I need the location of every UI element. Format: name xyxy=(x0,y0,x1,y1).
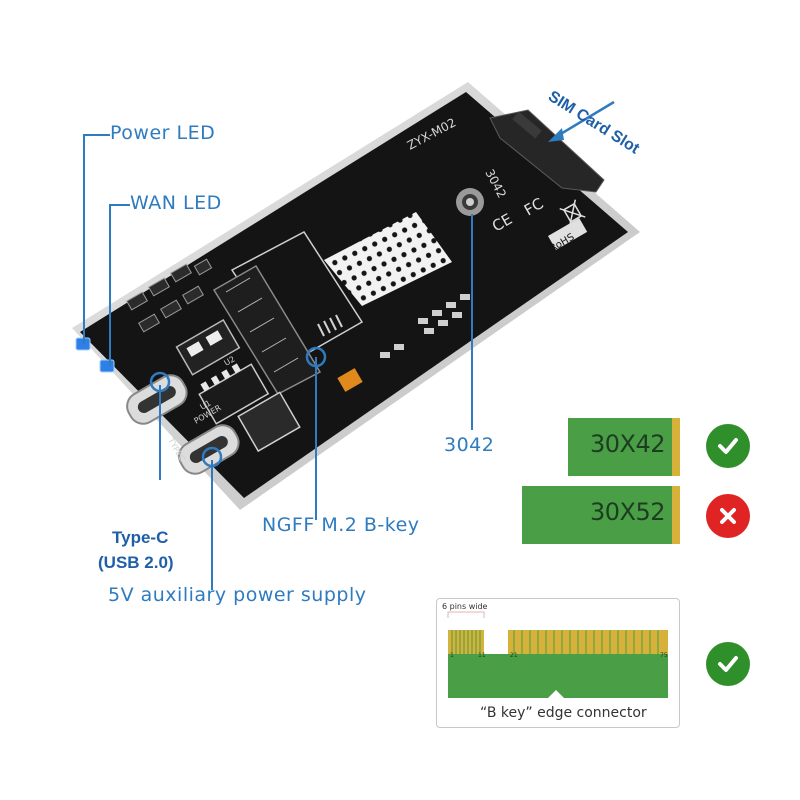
aux-power-label: 5V auxiliary power supply xyxy=(108,584,367,606)
ngff-label: NGFF M.2 B-key xyxy=(262,514,420,536)
weee-bin-icon xyxy=(559,199,586,227)
compat-card-30x52-title: 30X52 xyxy=(590,498,666,526)
ngff-m2-connector xyxy=(212,264,322,395)
voltage-regulator xyxy=(175,318,241,376)
pin-75-label: 75 xyxy=(660,652,668,659)
type-c-port xyxy=(126,374,188,425)
silk-barcode xyxy=(317,314,343,337)
tantalum-capacitor xyxy=(337,368,363,392)
typec-callout-ring xyxy=(149,371,171,393)
sim-arrow-icon xyxy=(548,100,615,142)
callout-lines xyxy=(83,134,473,590)
size-3042-label: 3042 xyxy=(444,434,495,456)
power-led-label: Power LED xyxy=(110,122,216,144)
thermal-pad xyxy=(324,212,452,306)
wan-led-label: WAN LED xyxy=(130,192,222,214)
pins-wide-label: 6 pins wide xyxy=(442,602,488,611)
edge-connector-caption: “B key” edge connector xyxy=(480,705,647,721)
typec-label-line2: (USB 2.0) xyxy=(98,553,174,572)
wan-led xyxy=(99,359,115,373)
pin-11-label: 11 xyxy=(478,652,486,659)
sim-card-slot xyxy=(489,109,605,193)
ic-chip xyxy=(198,363,270,425)
typec-label-line1: Type-C xyxy=(112,528,169,547)
cross-icon xyxy=(706,494,750,538)
compat-card-30x52 xyxy=(522,486,680,544)
check-icon xyxy=(706,424,750,468)
pin-21-label: 21 xyxy=(510,652,518,659)
smd-components xyxy=(126,258,213,333)
compat-card-30x42 xyxy=(568,418,680,476)
smd-pads-right xyxy=(380,294,470,358)
inductor xyxy=(237,391,301,453)
compat-card-30x42-title: 30X42 xyxy=(590,430,666,458)
power-callout-ring xyxy=(201,446,223,468)
pin-1-label: 1 xyxy=(450,652,454,659)
ngff-callout-ring xyxy=(305,346,327,368)
connector-check-icon xyxy=(706,642,750,686)
edge-connector-diagram xyxy=(447,611,668,698)
